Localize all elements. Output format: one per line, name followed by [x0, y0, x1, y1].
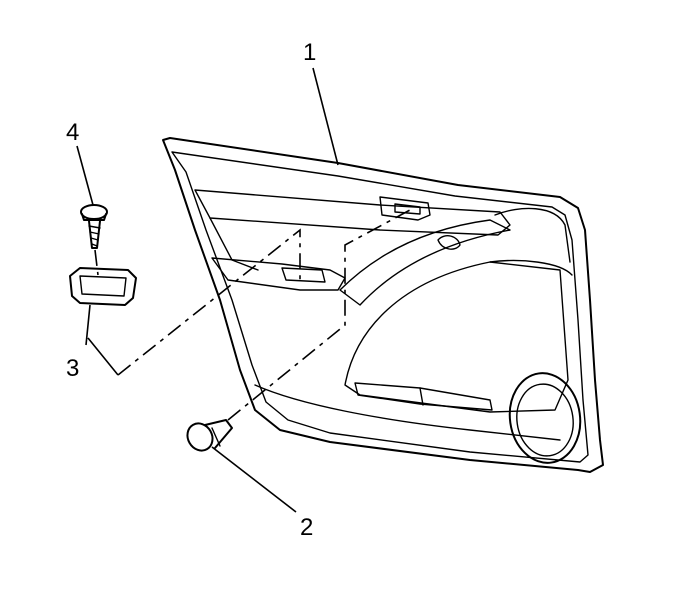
door-trim-panel	[162, 137, 604, 473]
callout-2: 2	[300, 514, 313, 541]
callout-1: 1	[303, 39, 316, 66]
installation-lines	[94, 209, 411, 421]
callout-4: 4	[66, 119, 79, 146]
screw	[80, 204, 108, 249]
leader-1	[312, 67, 339, 166]
screw-install-line	[94, 249, 99, 276]
push-pin-retainer	[186, 419, 233, 452]
callout-3: 3	[66, 355, 79, 382]
leader-4	[76, 145, 94, 206]
bezel-install-line	[117, 228, 301, 376]
leader-2	[211, 446, 297, 513]
handle-bezel	[69, 267, 137, 306]
callout-leaders	[76, 67, 339, 513]
retainer-install-line	[227, 209, 411, 421]
leader-3	[85, 304, 119, 376]
